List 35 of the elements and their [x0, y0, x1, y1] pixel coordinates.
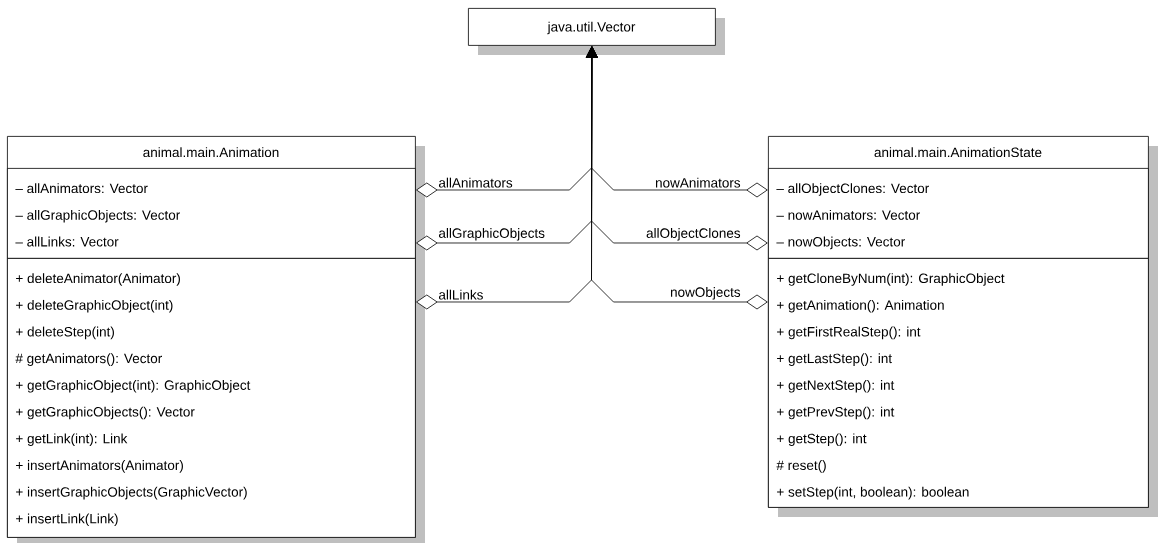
compartment-box — [7, 168, 416, 259]
member-text: – nowObjects: Vector — [776, 236, 905, 250]
member-text: + getCloneByNum(int): GraphicObject — [777, 273, 1005, 286]
compartment-box — [768, 168, 1149, 259]
member-text: + setStep(int, boolean): boolean — [777, 486, 969, 500]
member-text: + getPrevStep(): int — [777, 406, 895, 420]
member-text: – nowAnimators: Vector — [776, 209, 920, 220]
member-text: + getAnimation(): Animation — [777, 299, 944, 313]
member-text: + deleteGraphicObject(int) — [16, 299, 173, 313]
member-text: + deleteStep(int) — [16, 326, 114, 340]
member-text: – allGraphicObjects: Vector — [15, 209, 180, 223]
edge-label: nowObjects — [670, 287, 741, 300]
edge-label: nowAnimators — [655, 177, 741, 188]
member-text: + insertAnimators(Animator) — [16, 460, 183, 473]
member-text: + getLastStep(): int — [777, 353, 892, 366]
member-text: + getStep(): int — [777, 433, 867, 446]
member-text: # reset() — [776, 460, 826, 473]
member-text: + getGraphicObject(int): GraphicObject — [16, 380, 251, 393]
member-text: – allLinks: Vector — [15, 236, 119, 247]
member-text: + getFirstRealStep(): int — [777, 326, 921, 340]
member-text: – allAnimators: Vector — [15, 183, 148, 194]
member-text: + insertLink(Link) — [16, 513, 118, 527]
member-text: + insertGraphicObjects(GraphicVector) — [16, 486, 247, 500]
edge-label: allObjectClones — [646, 228, 741, 241]
member-text: + getGraphicObjects(): Vector — [16, 406, 195, 420]
class-box: java.util.Vector — [468, 8, 725, 55]
member-text: + getLink(int): Link — [16, 433, 128, 446]
edge-label: allGraphicObjects — [439, 228, 545, 241]
member-text: – allObjectClones: Vector — [776, 183, 929, 196]
aggregation-arrow — [586, 46, 768, 310]
edge-label: allLinks — [439, 289, 483, 300]
edge-label: allAnimators — [439, 177, 513, 188]
member-text: # getAnimators(): Vector — [15, 353, 162, 366]
member-text: + getNextStep(): int — [777, 380, 895, 393]
member-text: + deleteAnimator(Animator) — [16, 273, 180, 286]
